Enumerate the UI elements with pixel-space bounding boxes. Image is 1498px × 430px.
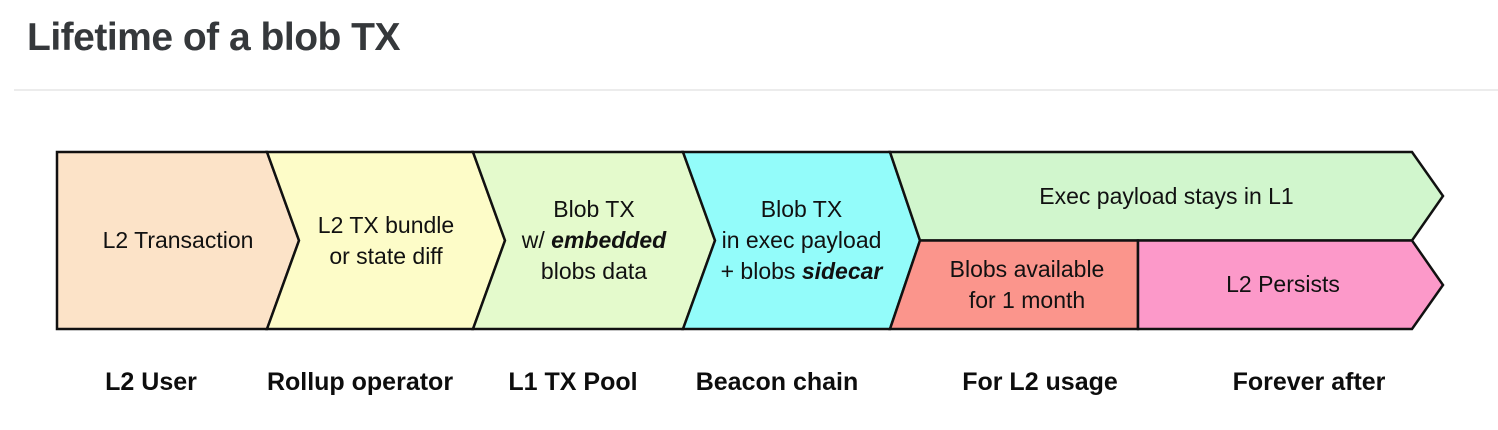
caption-for-l2-usage: For L2 usage: [962, 367, 1118, 396]
divider: [14, 89, 1498, 91]
caption-forever-after: Forever after: [1232, 367, 1386, 396]
label-line: L2 Persists: [1226, 271, 1340, 297]
segment-label-exec-payload-stays: Exec payload stays in L1: [890, 152, 1443, 240]
label-line: or state diff: [329, 242, 443, 269]
label-fragment-emphasis: sidecar: [801, 258, 883, 284]
label-fragment: w/: [521, 227, 552, 253]
segment-label-blob-tx-exec-payload: Blob TX in exec payload + blobs sidecar: [683, 152, 920, 329]
label-line: L2 TX bundle: [317, 211, 455, 238]
label-line: in exec payload: [721, 227, 882, 253]
caption-beacon-chain: Beacon chain: [695, 367, 859, 396]
page-title: Lifetime of a blob TX: [27, 16, 401, 59]
segment-label-l2-tx-bundle: L2 TX bundle or state diff: [267, 152, 505, 329]
label-fragment-emphasis: embedded: [551, 227, 667, 253]
caption-l1-tx-pool: L1 TX Pool: [508, 367, 638, 396]
label-line: + blobs sidecar: [721, 256, 883, 287]
label-line: w/ embedded: [522, 225, 666, 256]
segment-l2-persists-shape: [1136, 239, 1445, 331]
label-line: Blob TX: [553, 196, 635, 222]
segment-exec-payload-stays-shape: [888, 150, 1445, 242]
label-line: L2 Transaction: [102, 227, 254, 253]
caption-rollup-operator: Rollup operator: [266, 367, 454, 396]
label-fragment: + blobs: [720, 258, 802, 284]
segment-label-l2-transaction: L2 Transaction: [57, 152, 299, 329]
caption-l2-user: L2 User: [105, 367, 197, 396]
label-line: blobs data: [540, 258, 648, 284]
label-line: Blobs available: [949, 255, 1105, 282]
label-line: for 1 month: [968, 286, 1086, 313]
segment-label-blob-tx-embedded: Blob TX w/ embedded blobs data: [473, 152, 715, 329]
segment-label-l2-persists: L2 Persists: [1138, 240, 1428, 329]
segment-label-blobs-available: Blobs available for 1 month: [916, 240, 1138, 329]
label-line: Blob TX: [760, 196, 843, 222]
label-line: Exec payload stays in L1: [1039, 182, 1294, 209]
